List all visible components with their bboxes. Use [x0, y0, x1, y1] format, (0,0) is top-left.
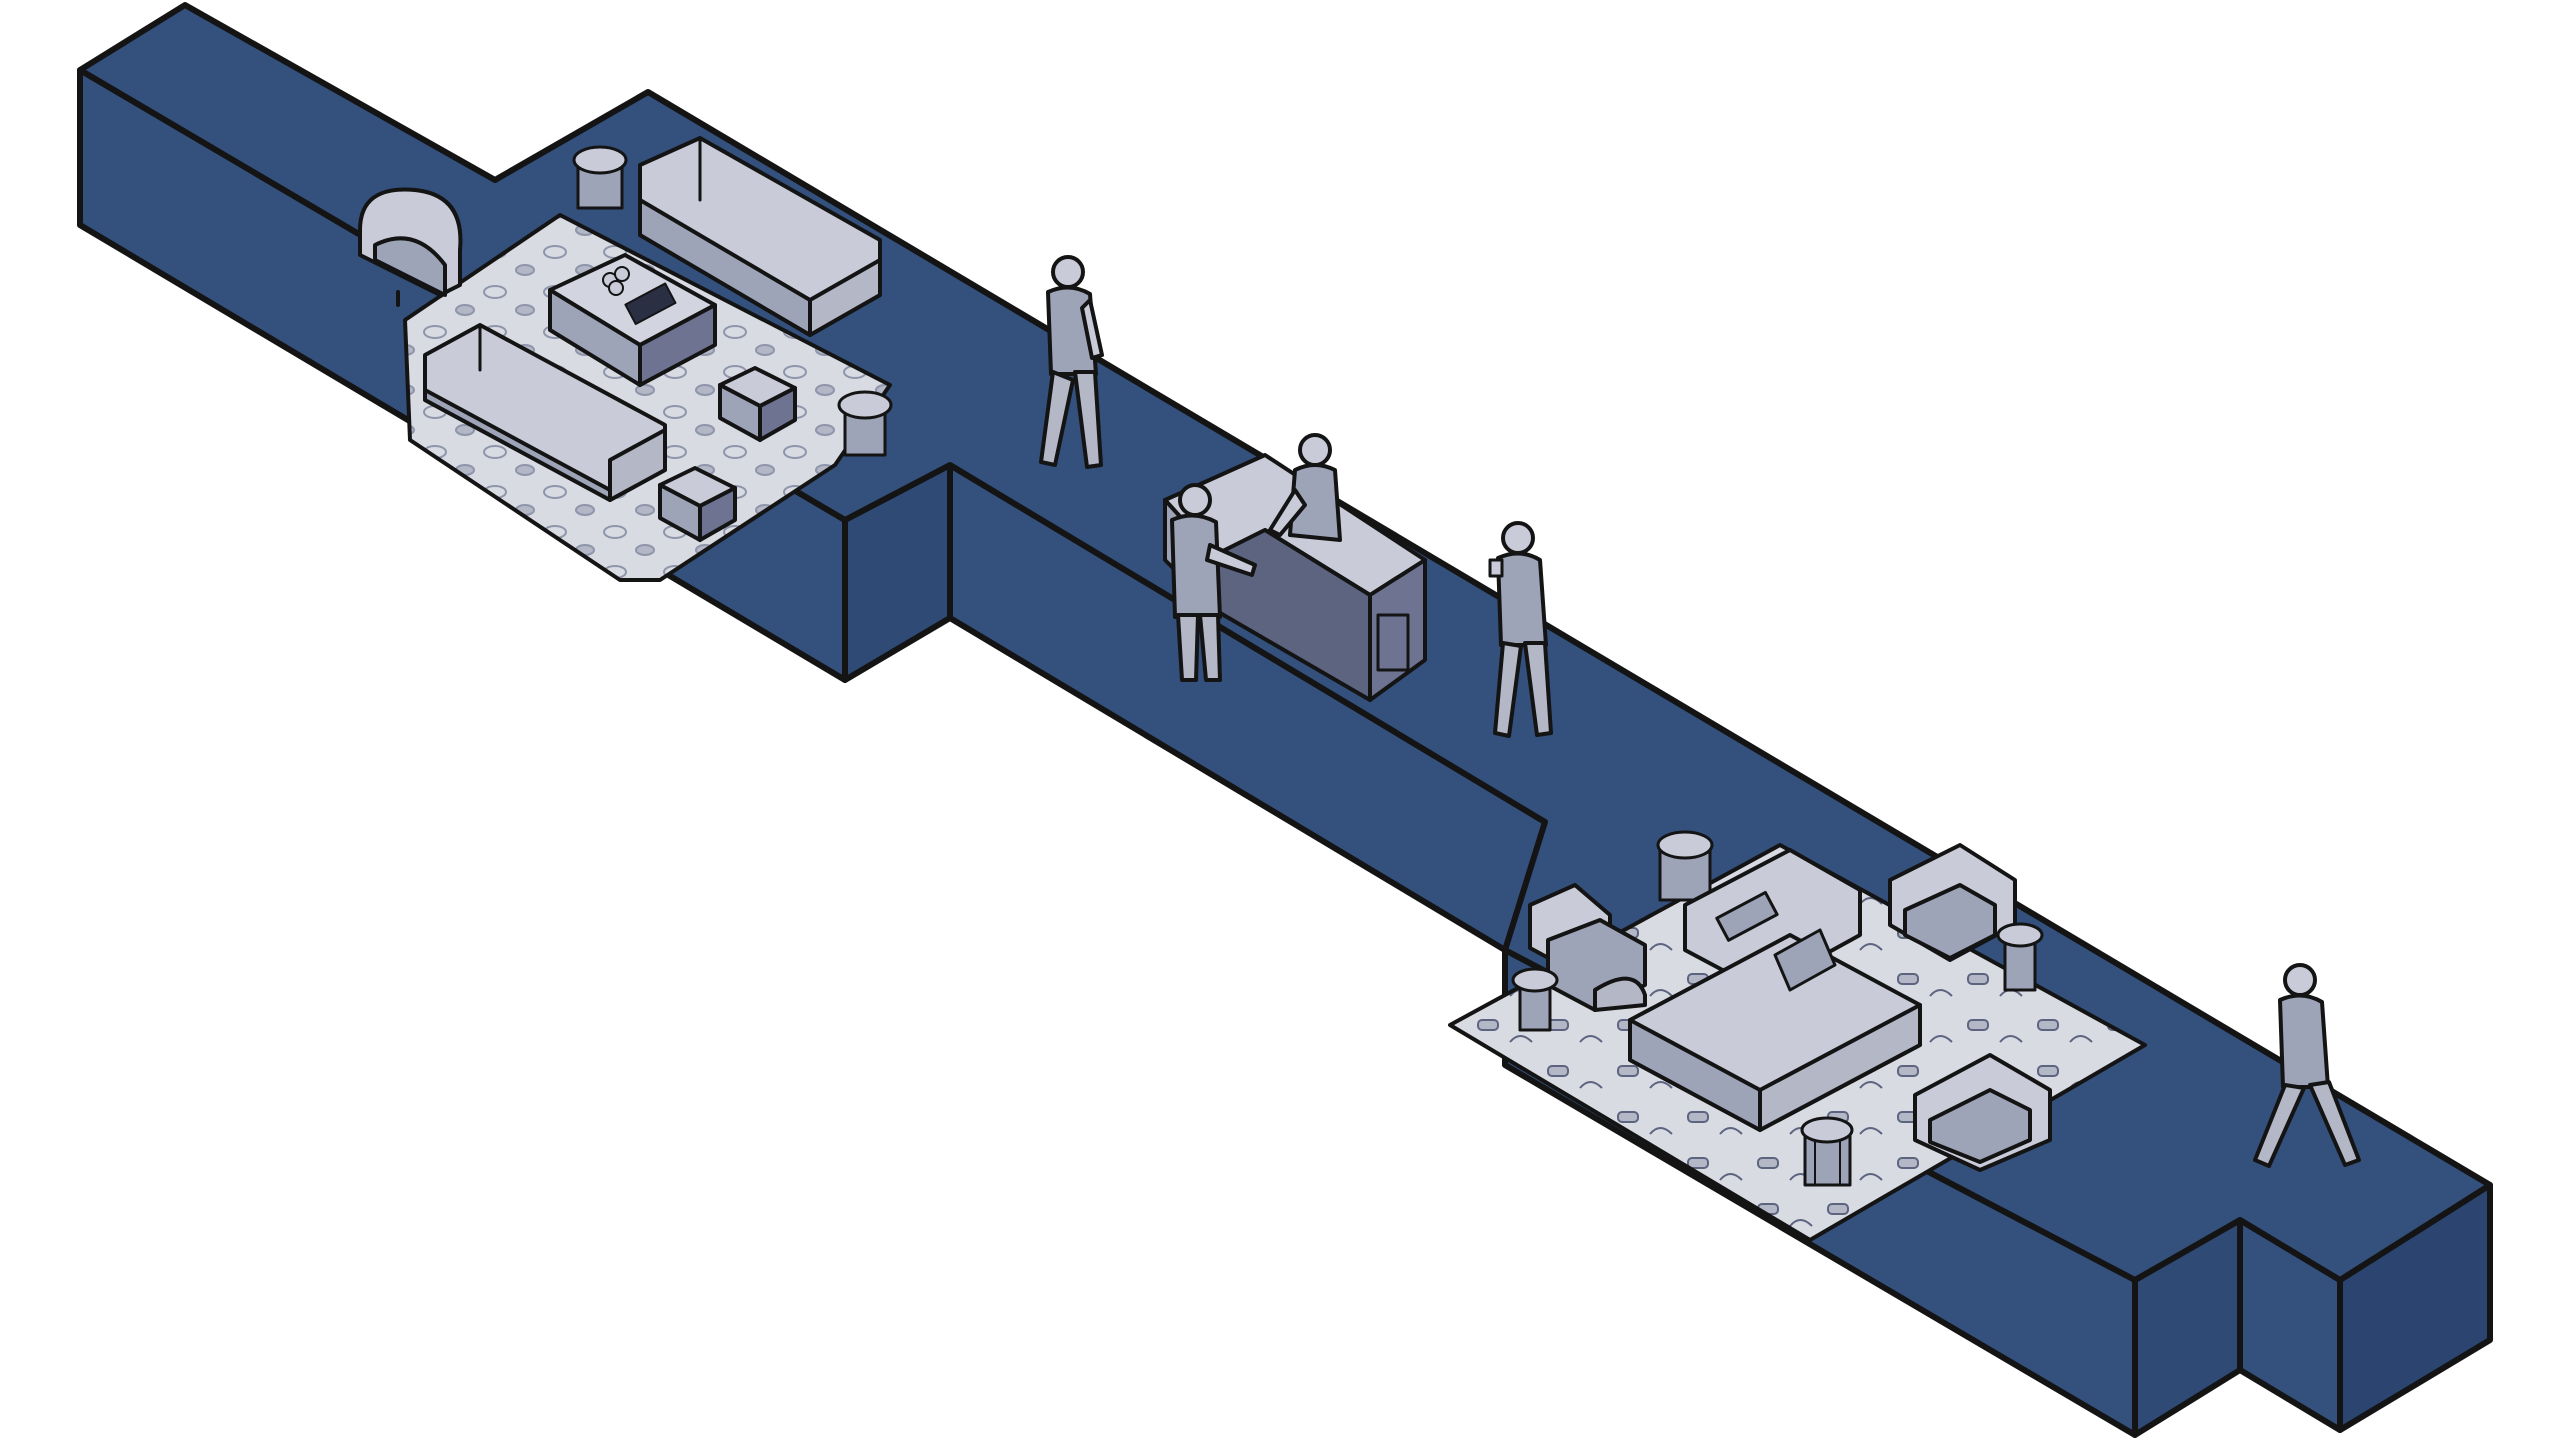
sofa-upper-back [638, 136, 882, 337]
side-table-lower-2 [1996, 922, 2044, 992]
sofa-upper-front [423, 323, 667, 502]
lower-lounge [1448, 830, 2147, 1242]
person-receptionist [1268, 433, 1342, 542]
armchair-upper-left [358, 187, 463, 307]
ottoman-upper-1 [718, 366, 797, 442]
side-table-upper-2 [837, 390, 893, 457]
upper-lounge [358, 136, 893, 582]
stool-lower-1 [1656, 830, 1714, 902]
person-visitor [1170, 483, 1257, 682]
armchair-lower-left [1528, 883, 1647, 1012]
armchair-lower-right-bottom [1913, 1053, 2052, 1172]
side-table-upper-1 [572, 145, 628, 210]
ottoman-upper-2 [658, 466, 737, 542]
reception-area [1163, 433, 1427, 702]
armchair-lower-right-top [1888, 843, 2017, 962]
coffee-table-upper [548, 253, 717, 387]
person-walker-3 [2253, 963, 2361, 1168]
stool-lower-2 [1800, 1116, 1854, 1187]
person-walker-1 [1039, 255, 1104, 469]
sectional-sofa-lower [1628, 848, 1922, 1132]
person-walker-2 [1488, 521, 1553, 738]
upper-lounge-rug [403, 213, 892, 582]
side-table-lower-1 [1511, 967, 1559, 1032]
